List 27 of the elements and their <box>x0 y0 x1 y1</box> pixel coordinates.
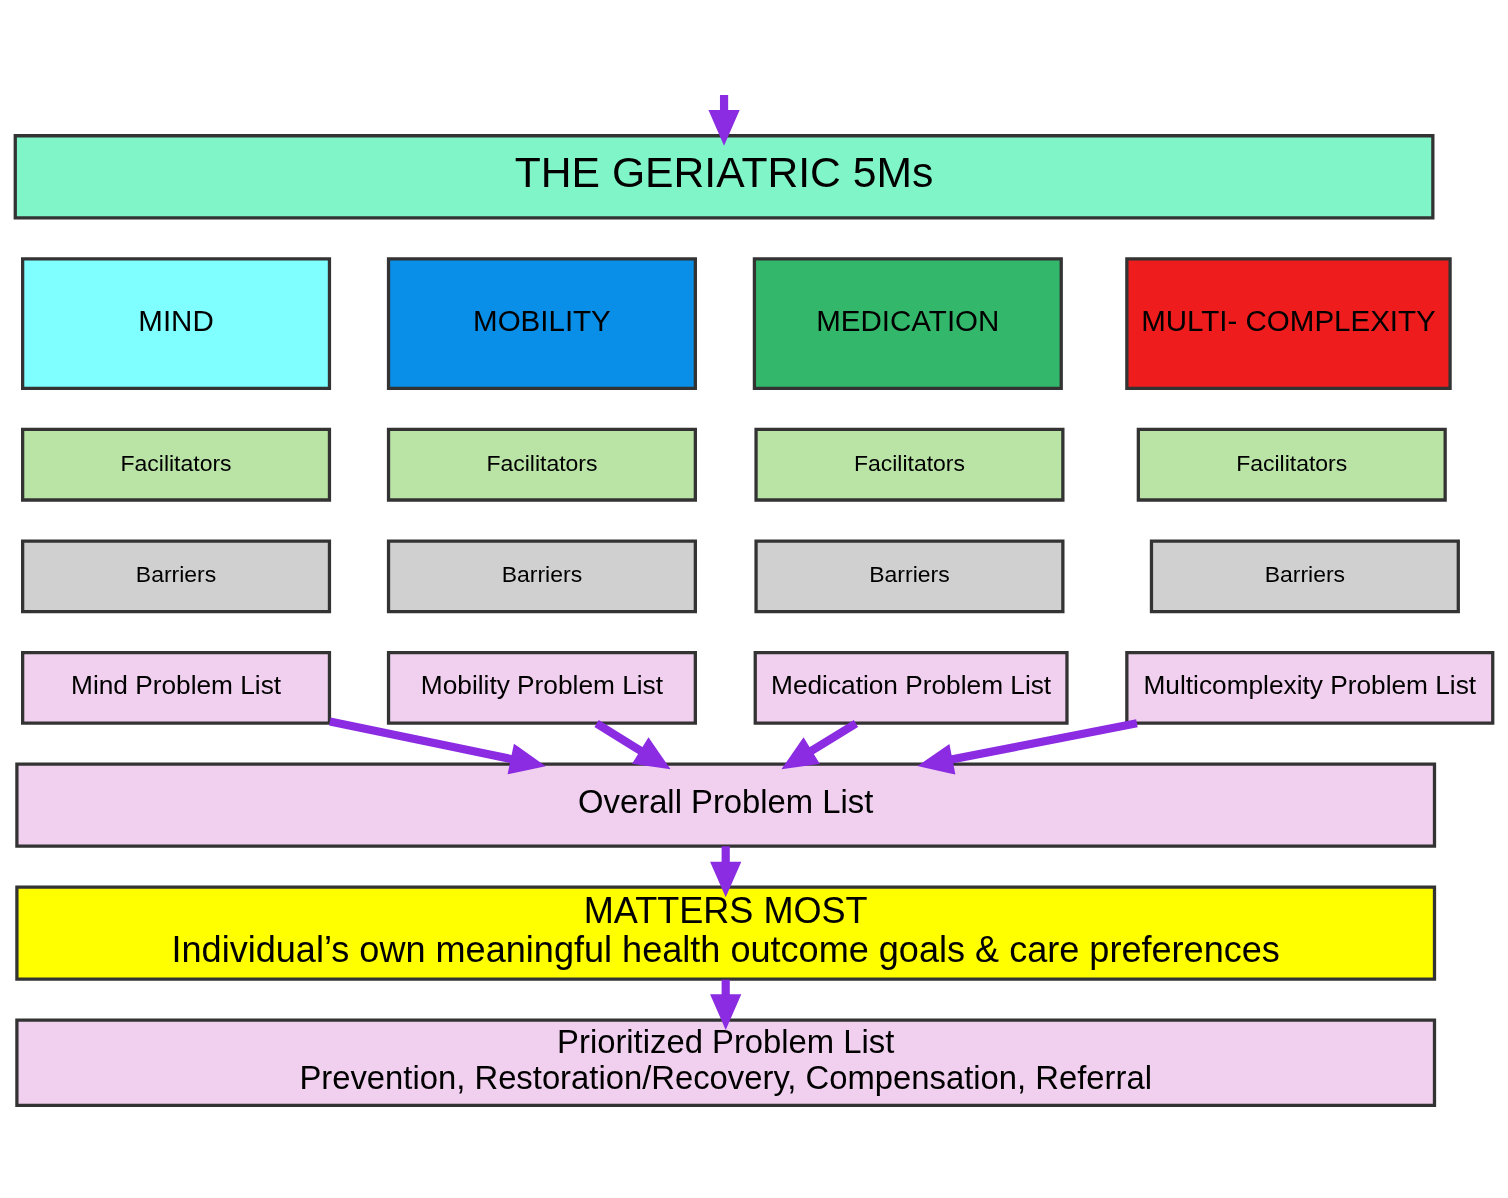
node-box: Mobility Problem List <box>386 650 697 725</box>
node-box: Barriers <box>1149 538 1460 613</box>
node-box: MULTI- COMPLEXITY <box>1125 256 1452 390</box>
node-box: Facilitators <box>754 427 1065 502</box>
node-box: Mind Problem List <box>21 650 332 725</box>
arrow <box>710 979 742 1030</box>
node-box: Facilitators <box>1136 427 1447 502</box>
node-box: Medication Problem List <box>753 650 1069 725</box>
arrow <box>594 719 671 769</box>
node-box: Overall Problem List <box>15 762 1437 848</box>
node-box: Facilitators <box>21 427 332 502</box>
node-box: Barriers <box>21 538 332 613</box>
node-box: MIND <box>21 256 332 390</box>
node-box: Multicomplexity Problem List <box>1125 650 1495 725</box>
node-box: Prioritized Problem List Prevention, Restoration/Recovery, Compensation, Referral <box>15 1018 1437 1107</box>
node-box: MOBILITY <box>386 256 697 390</box>
arrow <box>781 719 859 769</box>
node-box: Barriers <box>386 538 697 613</box>
arrow <box>917 718 1138 775</box>
node-box: THE GERIATRIC 5Ms <box>13 133 1435 219</box>
arrow <box>708 94 740 146</box>
node-box: MATTERS MOST Individual’s own meaningful health outcome goals & care preferences <box>15 885 1437 981</box>
arrow <box>329 716 546 774</box>
arrow <box>710 845 742 897</box>
node-box: Facilitators <box>386 427 697 502</box>
node-box: MEDICATION <box>752 256 1063 390</box>
node-box: Barriers <box>754 538 1065 613</box>
